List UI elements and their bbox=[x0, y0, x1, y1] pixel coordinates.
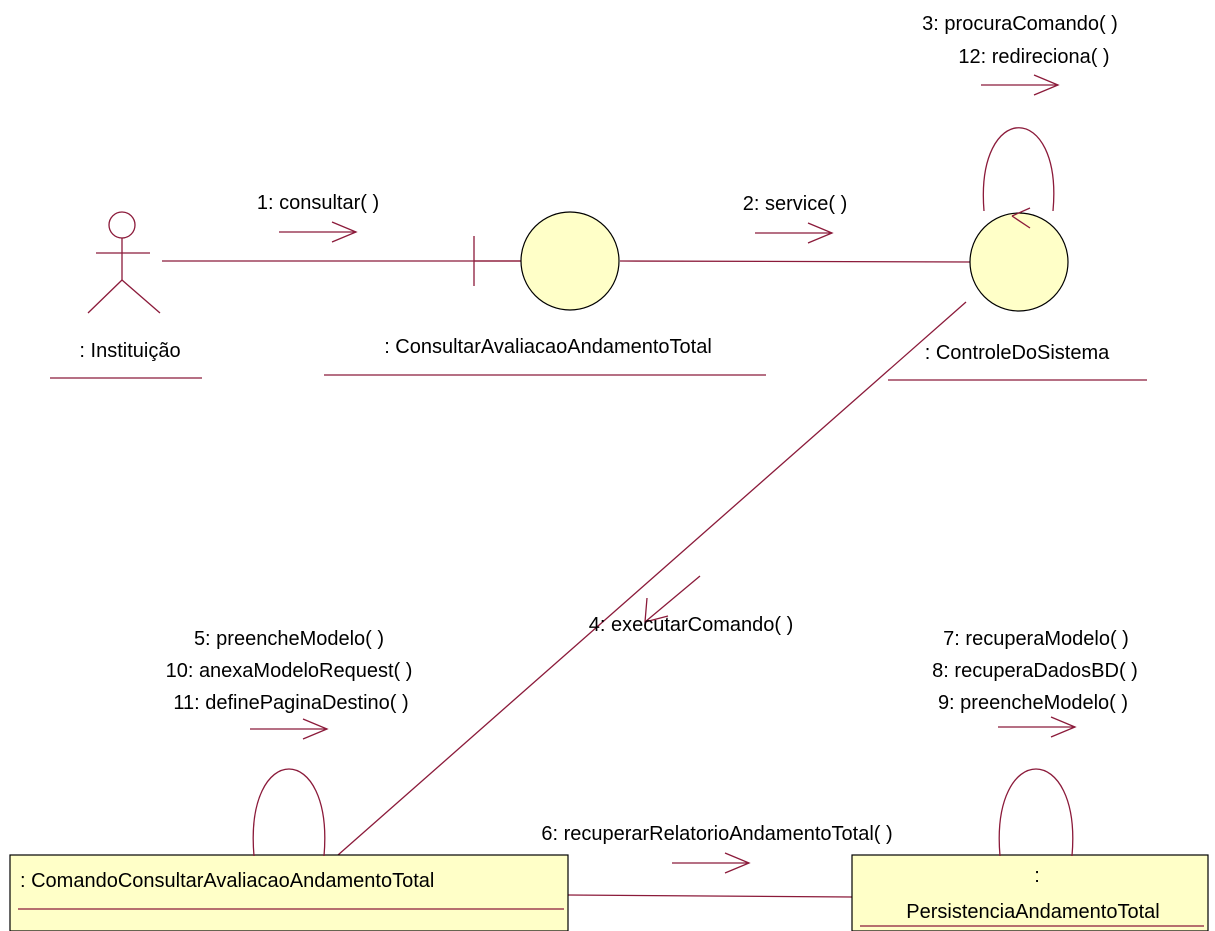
persistence-label-line2: PersistenciaAndamentoTotal bbox=[906, 901, 1159, 923]
boundary-label: : ConsultarAvaliacaoAndamentoTotal bbox=[384, 336, 712, 358]
message-1-label: 1: consultar( ) bbox=[257, 192, 379, 214]
arrow-m2-icon bbox=[755, 222, 834, 244]
message-2-label: 2: service( ) bbox=[743, 193, 847, 215]
boundary-object[interactable]: : ConsultarAvaliacaoAndamentoTotal bbox=[324, 211, 766, 376]
persistence-self-message-2-label: 8: recuperaDadosBD( ) bbox=[932, 660, 1138, 682]
actor-stick-figure-icon bbox=[87, 211, 161, 314]
control-self-loop bbox=[982, 127, 1055, 212]
persistence-self-message-1-label: 7: recuperaModelo( ) bbox=[943, 628, 1129, 650]
link-boundary-control bbox=[619, 260, 972, 263]
control-object[interactable]: : ControleDoSistema bbox=[888, 207, 1147, 381]
arrow-persistence-self-icon bbox=[998, 716, 1077, 738]
persistence-self-message-3-label: 9: preencheModelo( ) bbox=[938, 692, 1128, 714]
boundary-icon bbox=[473, 211, 620, 311]
arrow-m6-icon bbox=[672, 852, 751, 874]
control-label: : ControleDoSistema bbox=[925, 342, 1110, 364]
persistence-self-loop bbox=[998, 768, 1074, 857]
command-self-message-1-label: 5: preencheModelo( ) bbox=[194, 628, 384, 650]
message-4-label: 4: executarComando( ) bbox=[589, 614, 794, 636]
command-object[interactable]: : ComandoConsultarAvaliacaoAndamentoTota… bbox=[9, 854, 569, 931]
arrow-control-self-icon bbox=[981, 74, 1060, 96]
control-self-message-2-label: 12: redireciona( ) bbox=[958, 46, 1109, 68]
command-label: : ComandoConsultarAvaliacaoAndamentoTota… bbox=[20, 870, 434, 892]
message-6-label: 6: recuperarRelatorioAndamentoTotal( ) bbox=[541, 823, 892, 845]
control-self-message-1-label: 3: procuraComando( ) bbox=[922, 13, 1118, 35]
command-self-message-3-label: 11: definePaginaDestino( ) bbox=[173, 692, 408, 714]
actor-label: : Instituição bbox=[79, 340, 180, 362]
persistence-object[interactable]: : PersistenciaAndamentoTotal bbox=[851, 854, 1209, 931]
arrow-m4-icon bbox=[644, 575, 701, 623]
persistence-box bbox=[851, 854, 1209, 931]
persistence-label-line1: : bbox=[1034, 865, 1040, 887]
command-self-message-2-label: 10: anexaModeloRequest( ) bbox=[166, 660, 413, 682]
link-command-persistence bbox=[567, 894, 853, 898]
control-icon bbox=[969, 207, 1069, 312]
arrow-m1-icon bbox=[279, 221, 358, 243]
link-control-command bbox=[337, 301, 967, 856]
command-self-loop bbox=[252, 768, 326, 857]
arrow-command-self-icon bbox=[250, 718, 329, 740]
actor-instituicao[interactable]: : Instituição bbox=[50, 211, 202, 379]
command-box bbox=[9, 854, 569, 931]
